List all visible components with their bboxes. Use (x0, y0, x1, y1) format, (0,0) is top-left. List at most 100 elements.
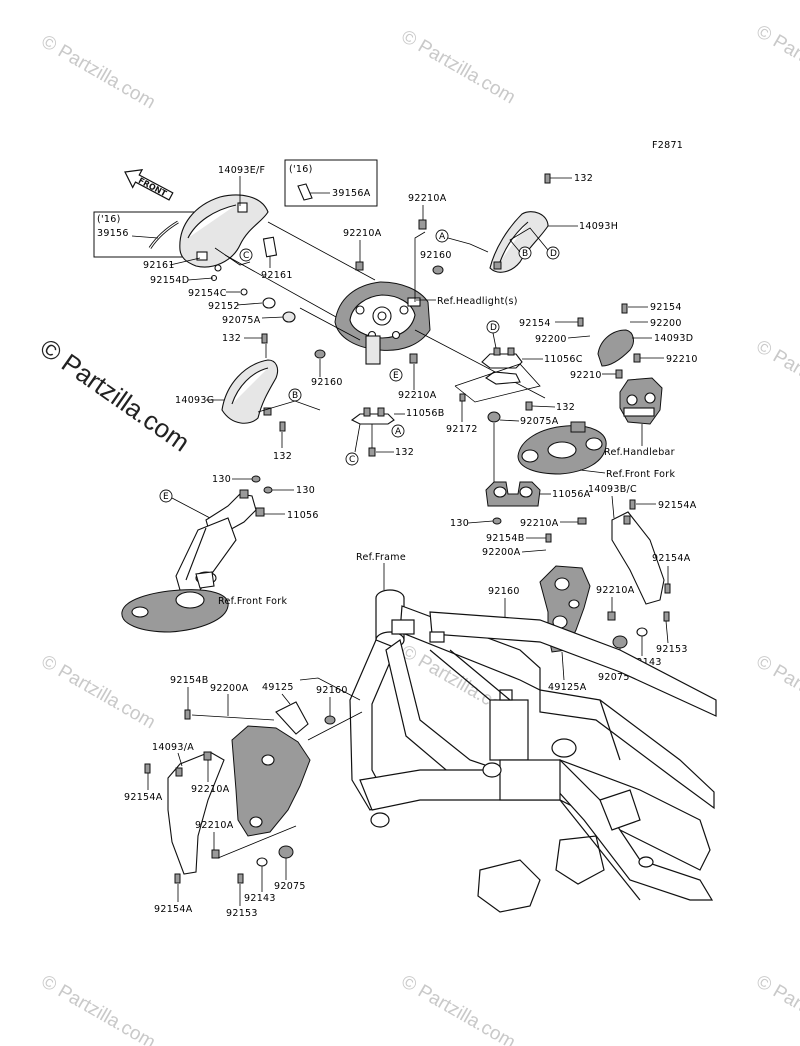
marker-e-2 (159, 489, 173, 503)
watermark-1: © Partzilla.com (38, 31, 159, 113)
marker-e-1 (389, 368, 403, 382)
cover-14093d (597, 329, 634, 367)
marker-b-2-text: B (292, 391, 298, 401)
watermark-9: © Partzilla.com (398, 971, 519, 1046)
figure-code: F2871 (652, 140, 683, 151)
label-92161-1: 92161 (143, 260, 175, 271)
cover-14093bc (611, 511, 665, 605)
bracket-11056c (481, 347, 523, 385)
inset-39156-part: 39156 (97, 228, 129, 239)
marker-b-1-text: B (522, 249, 528, 259)
watermark-7: © Partzilla.com (753, 651, 800, 733)
marker-c-1-text: C (243, 251, 249, 261)
label-132-3: 132 (395, 447, 414, 458)
label-92210-2: 92210 (570, 370, 602, 381)
label-ref-handlebar: Ref.Handlebar (604, 447, 675, 458)
label-49125: 49125 (262, 682, 294, 693)
label-92210-1: 92210 (666, 354, 698, 365)
marker-b-1 (518, 246, 532, 260)
marker-c-2 (345, 452, 359, 466)
marker-a-2-text: A (395, 427, 402, 437)
label-ref-front-fork-upper: Ref.Front Fork (606, 469, 675, 480)
label-92210a-6: 92210A (191, 784, 230, 795)
label-92154c: 92154C (188, 288, 227, 299)
label-92160-2: 92160 (311, 377, 343, 388)
cover-14093h (489, 211, 549, 273)
front-fork-lower-clamp (121, 517, 237, 633)
label-92154-1: 92154 (650, 302, 682, 313)
label-92075-1: 92075 (598, 672, 630, 683)
label-132-1: 132 (222, 333, 241, 344)
label-92210a-7: 92210A (195, 820, 234, 831)
marker-a-1-text: A (439, 232, 446, 242)
cowl-14093ef (179, 194, 278, 282)
front-arrow-label: FRONT (137, 176, 169, 199)
inset-39156-year: ('16) (97, 214, 121, 225)
cover-14093a (167, 751, 225, 875)
label-130-2: 130 (296, 485, 315, 496)
headlight-bracket (334, 281, 431, 365)
handlebar-clamp (619, 377, 663, 425)
label-92200-2: 92200 (535, 334, 567, 345)
label-ref-frame: Ref.Frame (356, 552, 406, 563)
upper-triple-clamp (517, 421, 607, 475)
marker-d-1 (546, 246, 560, 260)
label-92160-4: 92160 (316, 685, 348, 696)
label-11056a: 11056A (552, 489, 591, 500)
watermark-2: © Partzilla.com (398, 26, 519, 108)
watermark-10: © Partzilla.com (753, 971, 800, 1046)
label-14093a: 14093/A (152, 742, 194, 753)
label-11056: 11056 (287, 510, 319, 521)
marker-a-2 (391, 424, 405, 438)
label-92154-2: 92154 (519, 318, 551, 329)
label-132-2: 132 (273, 451, 292, 462)
label-130-3: 130 (450, 518, 469, 529)
marker-d-1-text: D (550, 249, 557, 259)
label-92153-1: 92153 (656, 644, 688, 655)
marker-c-2-text: C (349, 455, 355, 465)
label-92210a-3: 92210A (398, 390, 437, 401)
marker-c-1 (239, 248, 253, 262)
label-11056b: 11056B (406, 408, 445, 419)
front-arrow: FRONT (124, 168, 174, 201)
label-92172: 92172 (446, 424, 478, 435)
label-92075a-1: 92075A (222, 315, 261, 326)
label-92200a-2: 92200A (210, 683, 249, 694)
label-92154d: 92154D (150, 275, 189, 286)
label-92160-3: 92160 (488, 586, 520, 597)
motorcycle-frame (349, 589, 717, 913)
label-92160-1: 92160 (420, 250, 452, 261)
watermark-3: © Partzilla.com (753, 21, 800, 103)
label-49125a: 49125A (548, 682, 587, 693)
watermark-main: © Partzilla.com (35, 332, 196, 457)
label-92161-2: 92161 (261, 270, 293, 281)
inset-box-39156: ('16) 39156 (93, 211, 195, 258)
watermark-8: © Partzilla.com (38, 971, 159, 1046)
label-92210a-top: 92210A (408, 193, 447, 204)
label-92154a-1: 92154A (658, 500, 697, 511)
label-92210a-4: 92210A (520, 518, 559, 529)
watermark-4: © Partzilla.com (753, 336, 800, 418)
label-92210a-5: 92210A (596, 585, 635, 596)
label-92154b-1: 92154B (486, 533, 525, 544)
label-92210a-2: 92210A (343, 228, 382, 239)
holder-11056a (485, 481, 541, 507)
label-92153-2: 92153 (226, 908, 258, 919)
label-92143-1: 92143 (630, 657, 662, 668)
inset-39156a-year: ('16) (289, 164, 313, 175)
watermark-5: © Partzilla.com (38, 651, 159, 733)
inset-39156a-part: 39156A (332, 188, 371, 199)
label-130-1: 130 (212, 474, 231, 485)
bracket-11056b (350, 407, 395, 425)
label-92152: 92152 (208, 301, 240, 312)
label-92154a-2: 92154A (652, 553, 691, 564)
label-92200-1: 92200 (650, 318, 682, 329)
marker-d-2-text: D (490, 323, 497, 333)
label-14093g: 14093G (175, 395, 214, 406)
label-92154a-4: 92154A (154, 904, 193, 915)
inset-box-39156a: ('16) 39156A (284, 159, 378, 207)
label-92075-2: 92075 (274, 881, 306, 892)
label-14093bc: 14093B/C (588, 484, 637, 495)
